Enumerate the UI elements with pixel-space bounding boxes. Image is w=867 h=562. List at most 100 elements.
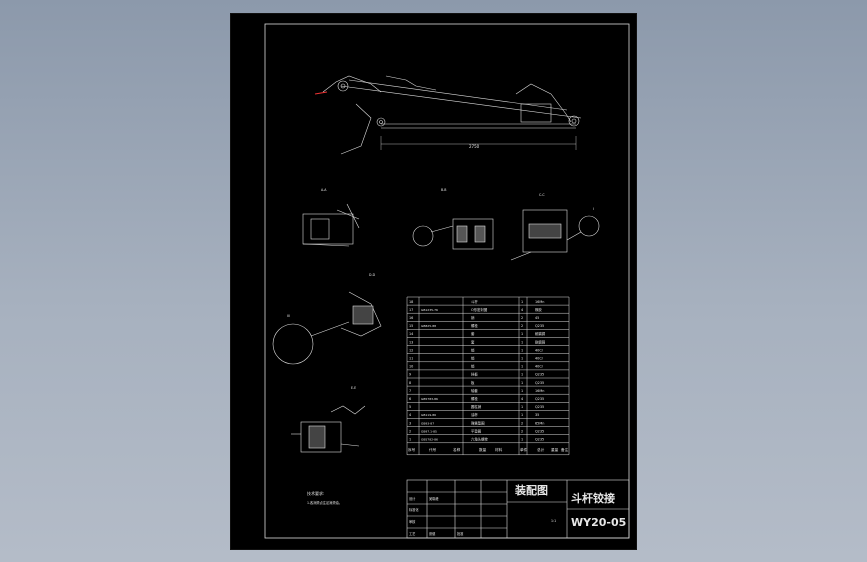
- bom-cell-no: 3: [409, 421, 411, 425]
- bom-header: 序号: [408, 447, 416, 452]
- drawing-frame: [264, 23, 630, 539]
- bom-cell-name: 销: [471, 356, 475, 361]
- bom-cell-name: 螺栓: [471, 323, 478, 328]
- bom-cell-no: 16: [409, 316, 413, 320]
- bom-cell-code: GB97.1-85: [421, 429, 437, 433]
- bom-cell-material: Q235: [535, 373, 544, 377]
- bom-cell-code: GB93-87: [421, 421, 434, 425]
- red-marker: [314, 91, 328, 95]
- tech-req-title: 技术要求:: [307, 490, 324, 496]
- bom-cell-material: Q235: [535, 381, 544, 385]
- bom-cell-material: 16Mn: [535, 300, 544, 304]
- main-dimension: 2750: [469, 144, 480, 149]
- section-label-a: A-A: [321, 188, 327, 192]
- bom-cell-qty: 1: [521, 381, 523, 385]
- detail-label-1: I: [593, 207, 594, 211]
- bom-cell-no: 9: [409, 373, 411, 377]
- bom-cell-qty: 1: [521, 405, 523, 409]
- cad-drawing: 2750 A-A B-B C-C I D-D III: [264, 23, 630, 539]
- drawing-number: WY20-05: [571, 516, 626, 529]
- bom-cell-qty: 2: [521, 429, 523, 433]
- bom-cell-name: 套: [471, 331, 475, 336]
- bom-cell-no: 14: [409, 332, 413, 336]
- bom-cell-name: 套: [471, 339, 475, 344]
- bom-cell-code: GB119-86: [421, 413, 436, 417]
- bom-cell-qty: 1: [521, 348, 523, 352]
- main-assembly-view: [322, 75, 582, 155]
- bom-header: 总计: [537, 447, 545, 452]
- bom-cell-no: 1: [409, 438, 411, 442]
- bom-cell-material: Q235: [535, 438, 544, 442]
- bom-cell-no: 10: [409, 365, 413, 369]
- tb-label-approve: 批准: [457, 531, 464, 536]
- tb-label-design: 设计: [409, 496, 416, 501]
- bom-header: 单件: [520, 447, 528, 452]
- section-view-cc: [510, 209, 600, 261]
- section-label-d: D-D: [369, 273, 376, 277]
- bom-cell-material: Q235: [535, 429, 544, 433]
- drawing-scale: 1:1: [551, 519, 556, 523]
- bom-cell-name: 平垫圈: [471, 428, 482, 433]
- bom-cell-qty: 1: [521, 373, 523, 377]
- bom-cell-no: 17: [409, 308, 413, 312]
- bom-cell-name: 圆柱销: [471, 404, 482, 409]
- bom-cell-qty: 1: [521, 413, 523, 417]
- bom-cell-material: 耐磨铜: [535, 331, 546, 336]
- bom-cell-material: 16Mn: [535, 389, 544, 393]
- section-label-c: C-C: [539, 193, 545, 197]
- bom-cell-qty: 1: [521, 340, 523, 344]
- bom-cell-name: 销: [471, 364, 475, 369]
- bom-header: 名称: [453, 447, 461, 452]
- bom-cell-qty: 4: [521, 397, 523, 401]
- section-view-dd: [272, 291, 382, 365]
- bom-cell-no: 11: [409, 357, 413, 361]
- bom-cell-qty: 1: [521, 357, 523, 361]
- section-view-ee: [291, 405, 366, 453]
- tb-design-name: 吴晓峰: [429, 496, 439, 501]
- bom-cell-name: 销: [471, 347, 475, 352]
- detail-label-3: III: [287, 314, 290, 318]
- bom-header: 数量: [479, 447, 487, 452]
- bom-cell-code: GB5782-86: [421, 438, 438, 442]
- bom-cell-no: 12: [409, 348, 413, 352]
- bom-cell-no: 7: [409, 389, 411, 393]
- bom-header: 代号: [429, 447, 437, 452]
- bom-cell-no: 13: [409, 340, 413, 344]
- bom-cell-no: 15: [409, 324, 413, 328]
- bom-cell-qty: 1: [521, 438, 523, 442]
- bom-cell-qty: 2: [521, 324, 523, 328]
- drawing-title: 斗杆铰接: [571, 491, 615, 505]
- bom-cell-name: 销: [471, 315, 475, 320]
- sheet-type: 装配图: [514, 483, 548, 497]
- bom-cell-no: 5: [409, 405, 411, 409]
- bom-cell-no: 4: [409, 413, 411, 417]
- bom-header: 材料: [495, 447, 503, 452]
- bom-cell-material: Q235: [535, 405, 544, 409]
- bom-cell-qty: 4: [521, 308, 523, 312]
- bom-cell-name: 弹簧垫圈: [471, 420, 485, 425]
- bom-cell-material: 耐磨铜: [535, 339, 546, 344]
- tb-review-name: 张健: [429, 531, 436, 536]
- bom-cell-material: 45: [535, 316, 539, 320]
- bom-header: 备注: [561, 447, 569, 452]
- bom-cell-material: 35: [535, 413, 539, 417]
- bom-cell-no: 2: [409, 429, 411, 433]
- tb-label-review: 审核: [409, 519, 416, 524]
- bom-cell-code: GB5783-86: [421, 397, 438, 401]
- bom-cell-no: 6: [409, 397, 411, 401]
- section-label-b: B-B: [441, 188, 446, 192]
- bom-header: 重量: [551, 447, 559, 452]
- section-view-bb: [412, 218, 494, 250]
- bom-cell-name: 六角头螺栓: [471, 437, 489, 442]
- bom-cell-material: 40Cr: [535, 348, 544, 352]
- bom-cell-qty: 1: [521, 389, 523, 393]
- bom-cell-name: 斗杆: [471, 299, 478, 304]
- title-block: [406, 479, 630, 539]
- bom-cell-material: 橡胶: [535, 307, 542, 312]
- bom-cell-qty: 2: [521, 316, 523, 320]
- tb-label-process: 工艺: [409, 531, 415, 536]
- bom-cell-qty: 1: [521, 300, 523, 304]
- section-view-aa: [302, 203, 360, 247]
- tech-req-text: 1.各润滑点注足润滑油。: [307, 500, 342, 505]
